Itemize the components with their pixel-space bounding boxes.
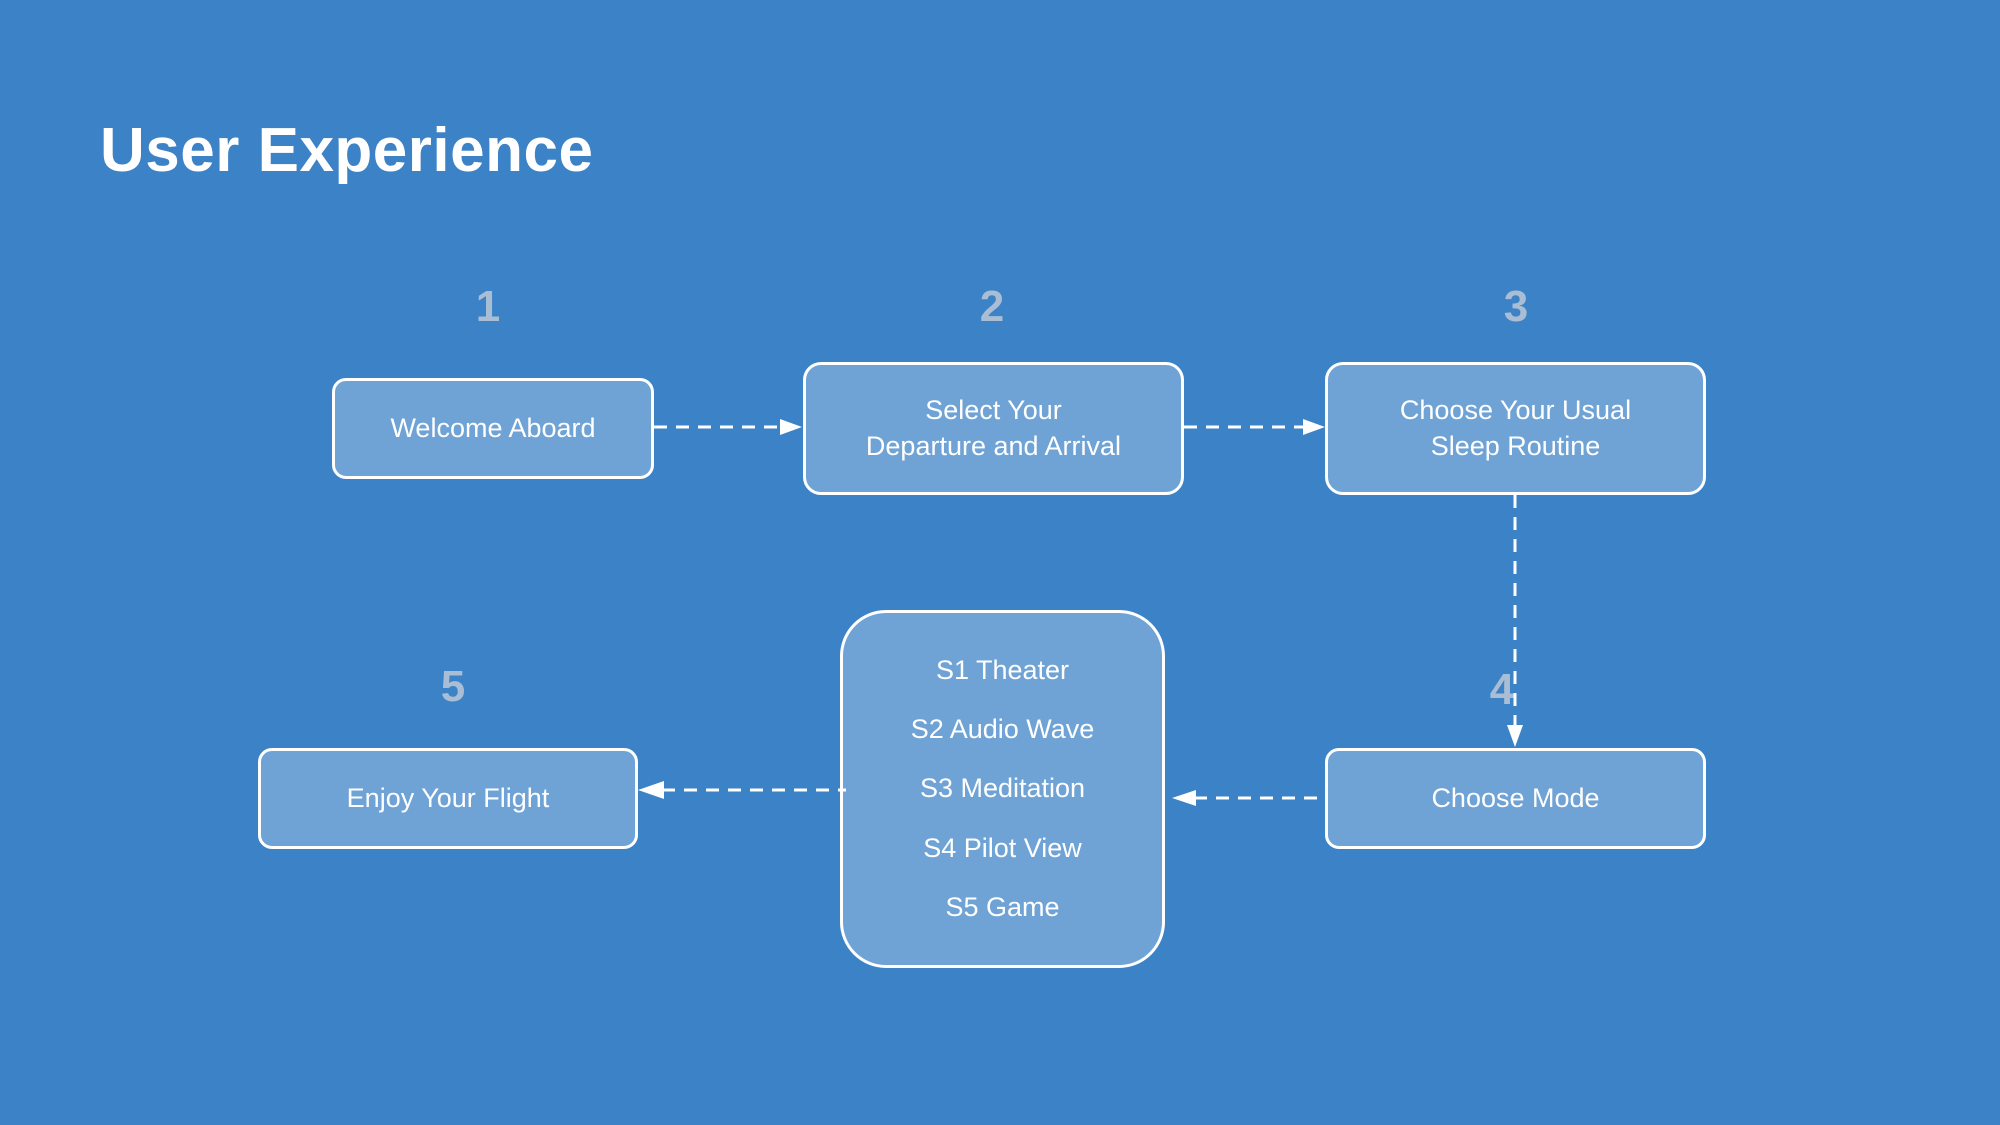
flow-box-mode-label: Choose Mode bbox=[1431, 782, 1600, 813]
connector-sleep-to-mode bbox=[1500, 495, 1530, 751]
arrowhead-left-icon bbox=[1172, 790, 1196, 806]
flow-box-enjoy-label: Enjoy Your Flight bbox=[346, 782, 550, 813]
flow-box-sleep-routine[interactable]: Choose Your Usual Sleep Routine bbox=[1325, 362, 1706, 495]
arrowhead-right-icon bbox=[1303, 419, 1325, 435]
scene-list-item-s5: S5 Game bbox=[945, 891, 1060, 922]
connector-welcome-to-select bbox=[654, 412, 806, 442]
step-number-1: 1 bbox=[475, 282, 501, 331]
scene-list-item-s1: S1 Theater bbox=[935, 655, 1070, 686]
scene-list-item-s4: S4 Pilot View bbox=[923, 832, 1082, 863]
connector-select-to-sleep bbox=[1184, 412, 1329, 442]
flow-box-select-label-line1: Select Your bbox=[925, 394, 1062, 425]
scene-list-item-s3: S3 Meditation bbox=[919, 773, 1086, 804]
connector-mode-to-scenes bbox=[1168, 783, 1327, 813]
step-number-2: 2 bbox=[979, 282, 1005, 331]
flow-box-enjoy-your-flight[interactable]: Enjoy Your Flight bbox=[258, 748, 638, 849]
step-number-4: 4 bbox=[1489, 665, 1515, 714]
flow-box-choose-mode[interactable]: Choose Mode bbox=[1325, 748, 1706, 849]
step-number-3: 3 bbox=[1503, 282, 1529, 331]
connector-scenes-to-enjoy bbox=[634, 775, 846, 805]
flow-box-sleep-label-line2: Sleep Routine bbox=[1430, 430, 1601, 461]
flow-box-welcome-aboard[interactable]: Welcome Aboard bbox=[332, 378, 654, 479]
flow-box-sleep-label-line1: Choose Your Usual bbox=[1399, 394, 1632, 425]
arrowhead-left-icon bbox=[638, 781, 664, 799]
page-title: User Experience bbox=[100, 116, 594, 185]
scene-list-item-s2: S2 Audio Wave bbox=[910, 714, 1095, 745]
flow-box-select-label-line2: Departure and Arrival bbox=[865, 430, 1122, 461]
flow-box-welcome-label: Welcome Aboard bbox=[390, 412, 596, 443]
arrowhead-down-icon bbox=[1507, 725, 1523, 747]
flow-box-scene-list[interactable]: S1 Theater S2 Audio Wave S3 Meditation S… bbox=[840, 610, 1165, 968]
step-number-5: 5 bbox=[440, 662, 466, 711]
arrowhead-right-icon bbox=[780, 419, 802, 435]
flow-box-select-departure-arrival[interactable]: Select Your Departure and Arrival bbox=[803, 362, 1184, 495]
